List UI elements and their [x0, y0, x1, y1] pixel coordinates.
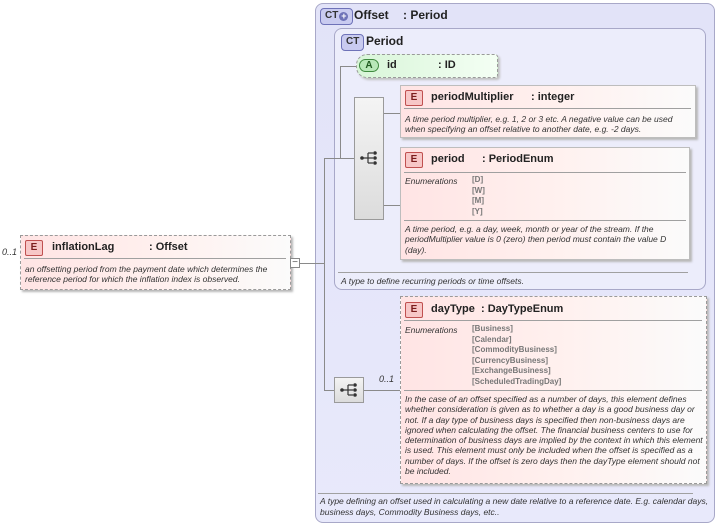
complex-type-icon: CT [341, 34, 365, 51]
attribute-badge-icon: A [359, 59, 379, 72]
period-type: : PeriodEnum [482, 153, 554, 165]
attribute-id-box[interactable] [356, 54, 498, 78]
element-badge-icon: E [25, 240, 43, 256]
sequence-icon [340, 383, 357, 397]
enum-value: [CurrencyBusiness] [472, 355, 549, 365]
enum-value: [ScheduledTradingDay] [472, 376, 562, 386]
root-multiplicity: 0..1 [2, 247, 18, 257]
offset-type-base: : Period [403, 8, 448, 22]
enum-value: [Calendar] [472, 334, 512, 344]
element-badge-icon: E [405, 90, 423, 106]
enum-value: [CommodityBusiness] [472, 345, 557, 354]
offset-type-name: Offset [354, 8, 389, 22]
inflation-lag-element[interactable] [20, 235, 291, 290]
day-type-doc: In the case of an offset specified as a … [405, 394, 703, 477]
attribute-id-type: : ID [438, 59, 456, 71]
period-multiplier-element[interactable] [400, 85, 696, 138]
inflation-lag-doc: an offsetting period from the payment da… [25, 264, 268, 285]
enum-value: [M] [472, 196, 484, 205]
period-element[interactable] [400, 147, 690, 260]
enum-value: [Business] [472, 324, 513, 333]
enum-value: [D] [472, 175, 484, 184]
collapse-toggle-icon[interactable]: − [290, 258, 300, 268]
day-type-name: dayType [431, 303, 475, 315]
element-badge-icon: E [405, 302, 423, 318]
period-doc: A time period, e.g. a day, week, month o… [405, 224, 667, 255]
period-type-doc: A type to define recurring periods or ti… [341, 276, 524, 286]
offset-type-doc: A type defining an offset used in calcul… [320, 496, 709, 517]
element-badge-icon: E [405, 152, 423, 168]
period-multiplier-type: : integer [531, 91, 575, 103]
enum-value: [ExchangeBusiness] [472, 366, 551, 375]
period-multiplier-name: periodMultiplier [431, 91, 514, 103]
period-type-name: Period [366, 34, 404, 48]
day-type-enumerations-list: [Business] [Calendar] [CommodityBusiness… [472, 324, 561, 387]
enum-value: [W] [472, 185, 485, 195]
period-enumerations-list: [D] [W] [M] [Y] [472, 175, 485, 217]
enum-value: [Y] [472, 206, 483, 216]
period-name: period [431, 153, 465, 165]
inflation-lag-name: inflationLag [52, 241, 115, 253]
attribute-id-name: id [387, 59, 397, 71]
day-type-multiplicity: 0..1 [379, 374, 395, 384]
period-multiplier-doc: A time period multiplier, e.g. 1, 2 or 3… [405, 114, 673, 135]
period-enumerations-label: Enumerations [405, 176, 458, 186]
complex-type-extension-icon: CT+ [320, 8, 354, 25]
day-type-type: : DayTypeEnum [481, 303, 564, 315]
sequence-icon [360, 151, 377, 165]
day-type-enumerations-label: Enumerations [405, 325, 458, 335]
inflation-lag-type: : Offset [149, 241, 188, 253]
